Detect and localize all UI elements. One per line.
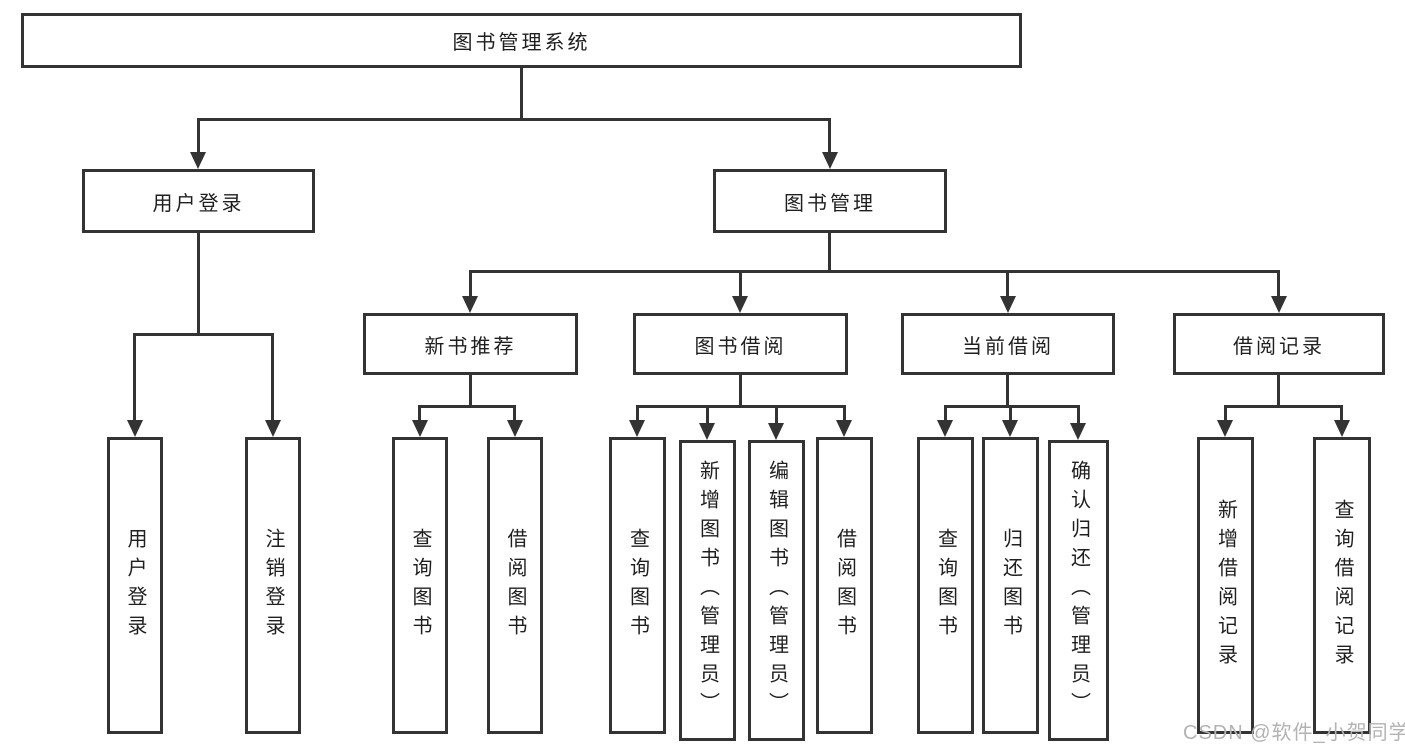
node-current-borrow: 当前借阅: [901, 313, 1115, 375]
connector-nbborrow-shaft: [513, 405, 516, 422]
connector-userlogin-hline: [133, 333, 274, 336]
connector-root-hline: [197, 118, 831, 121]
connector-borrowrecords-vline: [1277, 375, 1280, 407]
connector-logout-shaft: [271, 333, 274, 423]
arrow-down-icon: [127, 420, 143, 437]
node-leaf-br-query-record: 查询借阅记录: [1313, 437, 1371, 734]
node-leaf-cb-query-book: 查询图书: [917, 437, 974, 734]
node-book-borrow: 图书借阅: [633, 313, 848, 375]
connector-brquery-shaft: [1340, 405, 1343, 422]
arrow-down-icon: [462, 296, 478, 313]
connector-newbook-hline: [418, 405, 516, 408]
node-leaf-login: 用户登录: [107, 437, 163, 734]
arrow-down-icon: [699, 423, 715, 440]
connector-level3-hline: [469, 270, 1280, 273]
connector-userlogin-shaft: [197, 118, 200, 156]
connector-userlogin-vline: [197, 233, 200, 335]
node-new-book-recommend: 新书推荐: [363, 313, 578, 375]
arrow-down-icon: [412, 420, 428, 437]
node-leaf-bb-edit-book-admin: 编辑图书（管理员）: [748, 440, 805, 741]
arrow-down-icon: [190, 152, 206, 169]
connector-bbedit-shaft: [775, 405, 778, 425]
arrow-down-icon: [265, 420, 281, 437]
connector-bookmgmt-shaft: [828, 118, 831, 156]
arrow-down-icon: [732, 296, 748, 313]
arrow-down-icon: [1070, 423, 1086, 440]
connector-bookborrow-vline: [739, 375, 742, 407]
node-leaf-cb-return-book: 归还图书: [982, 437, 1039, 734]
node-leaf-logout: 注销登录: [245, 437, 301, 734]
connector-bbborrow-shaft: [843, 405, 846, 422]
connector-borrowrecords-hline: [1224, 405, 1343, 408]
arrow-down-icon: [1271, 296, 1287, 313]
connector-bradd-shaft: [1224, 405, 1227, 422]
connector-cbquery-shaft: [944, 405, 947, 422]
connector-borrowrecords-shaft: [1277, 270, 1280, 298]
node-book-mgmt: 图书管理: [713, 169, 947, 233]
connector-currentborrow-hline: [944, 405, 1080, 408]
node-leaf-bb-borrow-book: 借阅图书: [816, 437, 873, 734]
connector-newbook-vline: [469, 375, 472, 407]
connector-bbadd-shaft: [706, 405, 709, 425]
node-leaf-bb-add-book-admin: 新增图书（管理员）: [679, 440, 736, 741]
arrow-down-icon: [836, 420, 852, 437]
connector-bbquery-shaft: [636, 405, 639, 422]
connector-login-shaft: [133, 333, 136, 423]
node-leaf-nb-borrow-book: 借阅图书: [487, 437, 543, 734]
connector-bookmgmt-vline: [828, 233, 831, 272]
connector-cbreturn-shaft: [1009, 405, 1012, 422]
node-root: 图书管理系统: [21, 13, 1022, 68]
arrow-down-icon: [768, 423, 784, 440]
connector-currentborrow-vline: [1006, 375, 1009, 407]
connector-cbconfirm-shaft: [1077, 405, 1080, 425]
arrow-down-icon: [1000, 296, 1016, 313]
arrow-down-icon: [507, 420, 523, 437]
node-leaf-cb-confirm-return-admin: 确认归还（管理员）: [1048, 440, 1109, 741]
arrow-down-icon: [1002, 420, 1018, 437]
node-user-login: 用户登录: [82, 169, 315, 233]
connector-currentborrow-shaft: [1006, 270, 1009, 298]
connector-bookborrow-hline: [636, 405, 846, 408]
node-leaf-nb-query-book: 查询图书: [392, 437, 448, 734]
connector-newbook-shaft: [469, 270, 472, 298]
node-leaf-bb-query-book: 查询图书: [609, 437, 666, 734]
csdn-watermark: CSDN @软件_小贺同学: [1183, 722, 1405, 744]
arrow-down-icon: [629, 420, 645, 437]
connector-root-vline: [520, 68, 523, 118]
arrow-down-icon: [822, 152, 838, 169]
node-leaf-br-add-record: 新增借阅记录: [1197, 437, 1254, 734]
connector-bookborrow-shaft: [739, 270, 742, 298]
arrow-down-icon: [1217, 420, 1233, 437]
arrow-down-icon: [1334, 420, 1350, 437]
node-borrow-records: 借阅记录: [1173, 313, 1385, 375]
arrow-down-icon: [937, 420, 953, 437]
connector-nbquery-shaft: [418, 405, 421, 422]
